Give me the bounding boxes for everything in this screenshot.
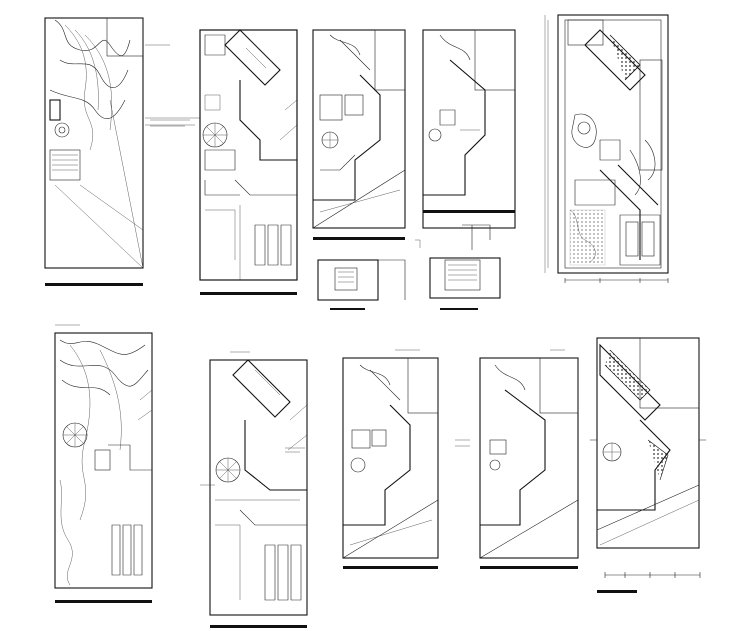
ground-floor-plan-top (199, 29, 298, 295)
ground-floor-plan-bottom (200, 359, 308, 628)
first-floor-plan-top (312, 29, 406, 240)
stair-detail-b (415, 224, 501, 310)
landscape-plan-top (544, 14, 669, 283)
site-plan-top-1 (44, 17, 200, 286)
second-floor-plan-top (422, 29, 516, 229)
roof-plan-bottom (590, 337, 706, 593)
first-floor-plan-bottom (342, 357, 439, 569)
annotation-leaders (55, 119, 565, 453)
site-plan-bottom-1 (54, 332, 153, 603)
stair-detail-a (317, 259, 406, 310)
second-floor-plan-bottom (479, 357, 579, 569)
